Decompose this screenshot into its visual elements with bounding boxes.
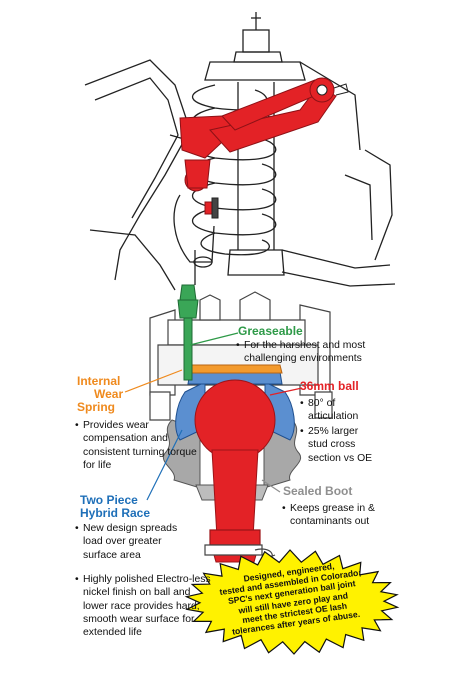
bullet-dot: • [75, 523, 79, 534]
suspension-assembly-illustration [84, 12, 396, 291]
ball-36mm-bullet-1: • 80° of articulation [300, 398, 359, 423]
wear-spring-part [187, 364, 283, 374]
greaseable-bullet: • For the harshest and most challenging … [236, 340, 366, 365]
bullet-dot: • [300, 398, 304, 409]
ball-36mm-title: 36mm ball [300, 379, 359, 393]
hybrid-race-bullet-2: • Highly polished Electro-less nickel fi… [75, 574, 211, 639]
greaseable-title: Greaseable [238, 324, 303, 338]
bullet-dot: • [75, 574, 79, 585]
grease-fitting-part [177, 284, 199, 381]
hybrid-race-title: Two Piece Hybrid Race [80, 493, 151, 520]
callout-leader-lines [124, 332, 303, 501]
bullet-dot: • [75, 420, 79, 431]
ball-36mm-bullet-2: • 25% larger stud cross section vs OE [300, 426, 373, 464]
control-arm-details [211, 83, 349, 219]
stud-nut [204, 529, 276, 561]
bullet-dot: • [236, 340, 240, 351]
hybrid-race-bullet-1: • New design spreads load over greater s… [75, 523, 178, 561]
starburst-badge [184, 549, 400, 655]
upper-control-arm [179, 77, 337, 215]
sealed-boot-bullet: • Keeps grease in & contaminants out [282, 503, 375, 528]
bullet-dot: • [282, 503, 286, 514]
sealed-boot-title: Sealed Boot [283, 484, 353, 498]
internal-wear-spring-title: Internal Wear Spring [77, 374, 124, 414]
bullet-dot: • [300, 426, 304, 437]
internal-wear-spring-bullet: • Provides wear compensation and consist… [75, 420, 197, 471]
